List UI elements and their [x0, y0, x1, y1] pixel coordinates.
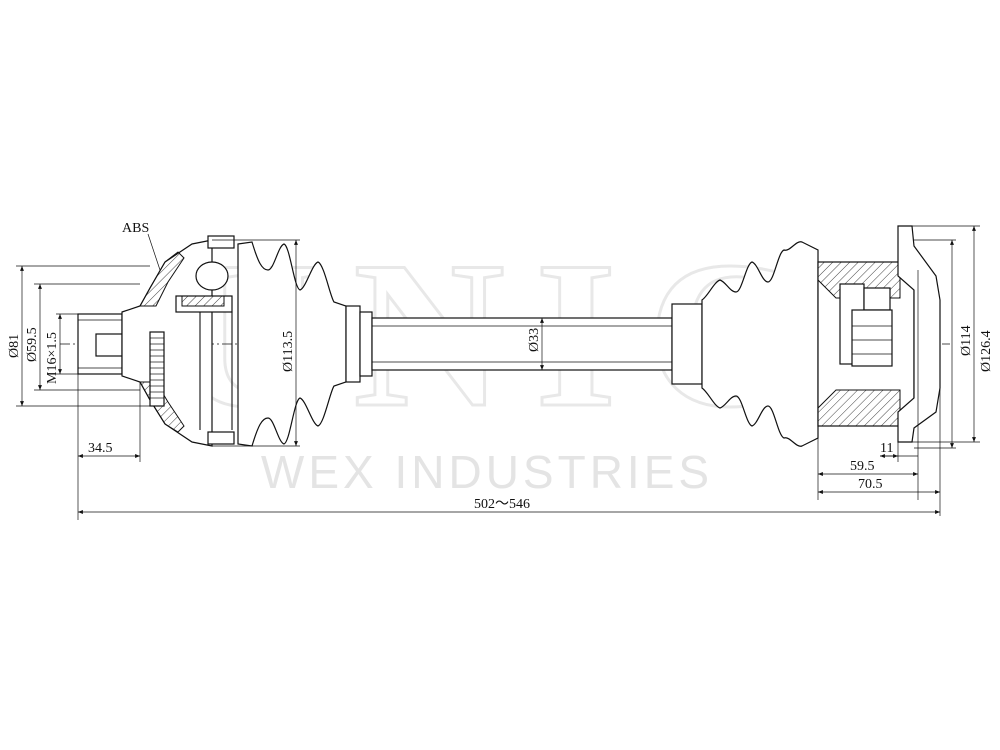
dim-boot-diameter: Ø113.5 — [281, 331, 296, 372]
dim-overall-length: 502～546 — [474, 497, 530, 512]
dimension-lines: Ø81 Ø59.5 M16×1.5 Ø113.5 Ø33 Ø114 Ø126.4 — [7, 225, 994, 520]
dim-flange-offset: 11 — [880, 441, 893, 456]
dim-shaft-diameter: Ø33 — [527, 328, 542, 352]
inner-flange — [897, 225, 941, 443]
abs-ring — [149, 331, 165, 407]
dim-flange-outer-diameter: Ø126.4 — [979, 330, 994, 372]
dim-inner-joint-total: 70.5 — [858, 477, 883, 492]
axle-shaft — [371, 317, 673, 371]
abs-ring-teeth — [150, 337, 164, 399]
dim-thread: M16×1.5 — [45, 332, 60, 384]
cv-ball — [195, 261, 229, 291]
dim-stub-length: 34.5 — [88, 441, 113, 456]
dim-flange-diameter: Ø114 — [959, 325, 974, 356]
dim-outer-joint-diameter: Ø81 — [7, 334, 22, 358]
outer-cv-joint: ABS — [77, 221, 235, 447]
watermark-company: WEX INDUSTRIES — [261, 446, 713, 498]
abs-leader — [147, 233, 161, 271]
dim-hub-diameter: Ø59.5 — [25, 327, 40, 362]
inner-boot-clamp — [671, 303, 703, 385]
abs-label: ABS — [122, 221, 149, 236]
inner-cv-joint — [817, 225, 941, 443]
outer-boot-clamp — [345, 305, 361, 383]
dim-inner-joint-length: 59.5 — [850, 459, 875, 474]
